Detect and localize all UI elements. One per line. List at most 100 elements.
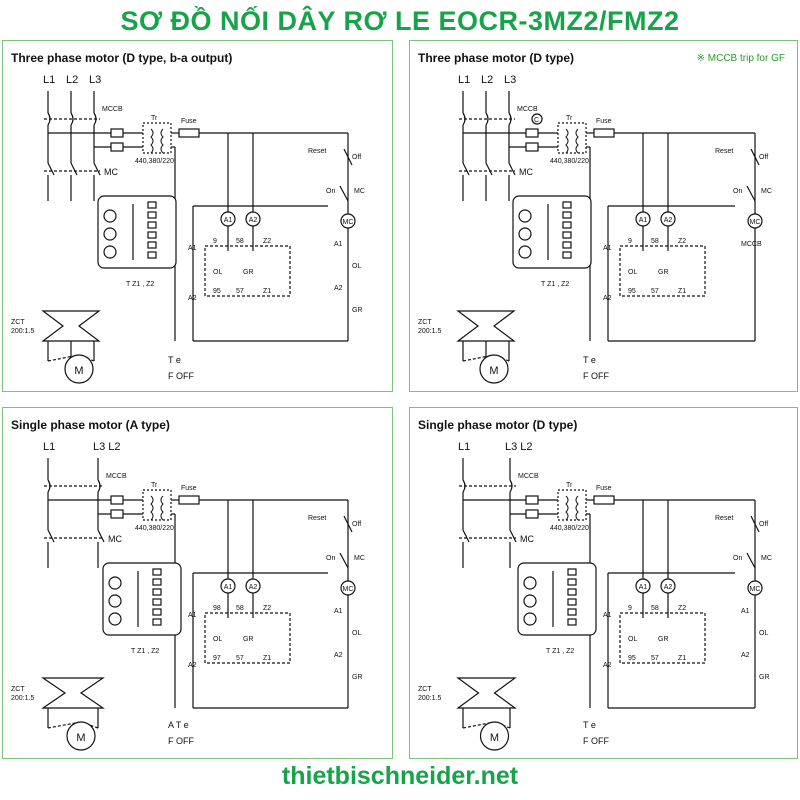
mc-label: MC: [519, 167, 533, 177]
aux-mc-label: MC: [354, 188, 365, 195]
terminal-top-1: 9: [628, 605, 632, 612]
ammeter-2: [245, 578, 261, 594]
relay-terminal: [147, 251, 157, 259]
relay-terminal: [152, 568, 162, 576]
ammeter-1: [220, 578, 236, 594]
terminal-gr: GR: [658, 636, 669, 643]
relay-terminal: [147, 231, 157, 239]
relay-terminal: [147, 211, 157, 219]
mc-contact: [462, 529, 470, 543]
fuse-label: Fuse: [596, 485, 612, 492]
reset-label: Reset: [308, 515, 326, 522]
legend-off: F OFF: [168, 736, 194, 746]
terminal-bottom-3: Z1: [678, 655, 686, 662]
ct-window: [108, 594, 122, 608]
ammeter-2: [660, 578, 676, 594]
line-label-l1: L1: [43, 441, 55, 453]
relay-terminal: [562, 241, 572, 249]
terminal-block: [204, 612, 291, 664]
control-fuse: [593, 495, 615, 505]
zct-terminal-label: T Z1 , Z2: [546, 648, 574, 655]
panel-title: Single phase motor (D type): [418, 418, 578, 432]
ct-window: [108, 576, 122, 590]
mc-label: MC: [104, 167, 118, 177]
coil-label-2: OL: [352, 263, 361, 270]
relay-terminal: [562, 201, 572, 209]
transformer-coil: [150, 128, 154, 154]
terminal-a2: A2: [188, 662, 197, 669]
terminal-top-2: 58: [651, 605, 659, 612]
terminal-top-1: 98: [213, 605, 221, 612]
transformer-coil: [160, 128, 164, 154]
transformer-coil: [575, 495, 579, 521]
zct-ratio: 200:1.5: [418, 695, 441, 702]
relay-terminal: [147, 241, 157, 249]
relay-terminal: [562, 211, 572, 219]
ct-fuse: [110, 495, 124, 505]
panel-note: ※ MCCB trip for GF: [696, 53, 785, 64]
ct-window: [518, 209, 532, 223]
zct-ratio: 200:1.5: [11, 328, 34, 335]
off-contact: [750, 515, 760, 533]
transformer-label: Tr: [566, 115, 573, 122]
terminal-ol: OL: [213, 269, 222, 276]
motor-label: M: [490, 732, 499, 744]
legend-off: F OFF: [583, 736, 609, 746]
zct-terminal-label: T Z1 , Z2: [541, 281, 569, 288]
ammeter-label: A1: [639, 217, 648, 224]
line-label-l2: L2: [66, 74, 78, 86]
mc-contact: [70, 162, 78, 176]
mccb-label: MCCB: [102, 106, 123, 113]
terminal-bottom-1: 95: [628, 655, 636, 662]
zct-label: ZCT: [11, 686, 25, 693]
ct-fuse: [525, 509, 539, 519]
transformer-voltage: 440,380/220: [550, 158, 589, 165]
terminal-top-3: Z2: [678, 605, 686, 612]
transformer-coil: [565, 495, 569, 521]
relay-terminal: [567, 578, 577, 586]
terminal-ol: OL: [628, 269, 637, 276]
mccb-contact: [485, 112, 489, 126]
off-contact: [343, 515, 353, 533]
terminal-bottom-3: Z1: [263, 288, 271, 295]
fuse-label: Fuse: [181, 485, 197, 492]
coil-label: MC: [750, 219, 761, 226]
transformer-box: [142, 489, 172, 521]
mc-contact: [509, 529, 517, 543]
transformer-voltage: 440,380/220: [550, 525, 589, 532]
zct-label: ZCT: [11, 319, 25, 326]
zct-label: ZCT: [418, 686, 432, 693]
off-contact: [343, 148, 353, 166]
on-label: On: [326, 188, 335, 195]
terminal-bottom-3: Z1: [263, 655, 271, 662]
relay-terminal: [567, 598, 577, 606]
relay-terminal: [567, 608, 577, 616]
relay-terminal: [562, 251, 572, 259]
terminal-a2: A2: [603, 295, 612, 302]
terminal-a1: A1: [603, 612, 612, 619]
motor-label: M: [489, 365, 498, 377]
mc-contact: [47, 162, 55, 176]
panel-title: Single phase motor (A type): [11, 418, 170, 432]
on-contact: [339, 552, 349, 569]
motor-lead: [494, 721, 511, 729]
ammeter-label: A2: [249, 217, 258, 224]
aux-mc-label: MC: [761, 555, 772, 562]
reset-label: Reset: [715, 148, 733, 155]
coil-label-1: A1: [334, 608, 343, 615]
transformer-box: [557, 122, 587, 154]
mc-contact: [508, 162, 516, 176]
terminal-top-1: 9: [213, 238, 217, 245]
mc-contact: [93, 162, 101, 176]
ammeter-2: [245, 211, 261, 227]
terminal-top-2: 58: [236, 605, 244, 612]
coil-label-1: A1: [741, 608, 750, 615]
transformer-voltage: 440,380/220: [135, 525, 174, 532]
terminal-bottom-2: 57: [651, 655, 659, 662]
reset-label: Reset: [308, 148, 326, 155]
ammeter-label: A2: [664, 217, 673, 224]
ammeter-label: A2: [664, 584, 673, 591]
